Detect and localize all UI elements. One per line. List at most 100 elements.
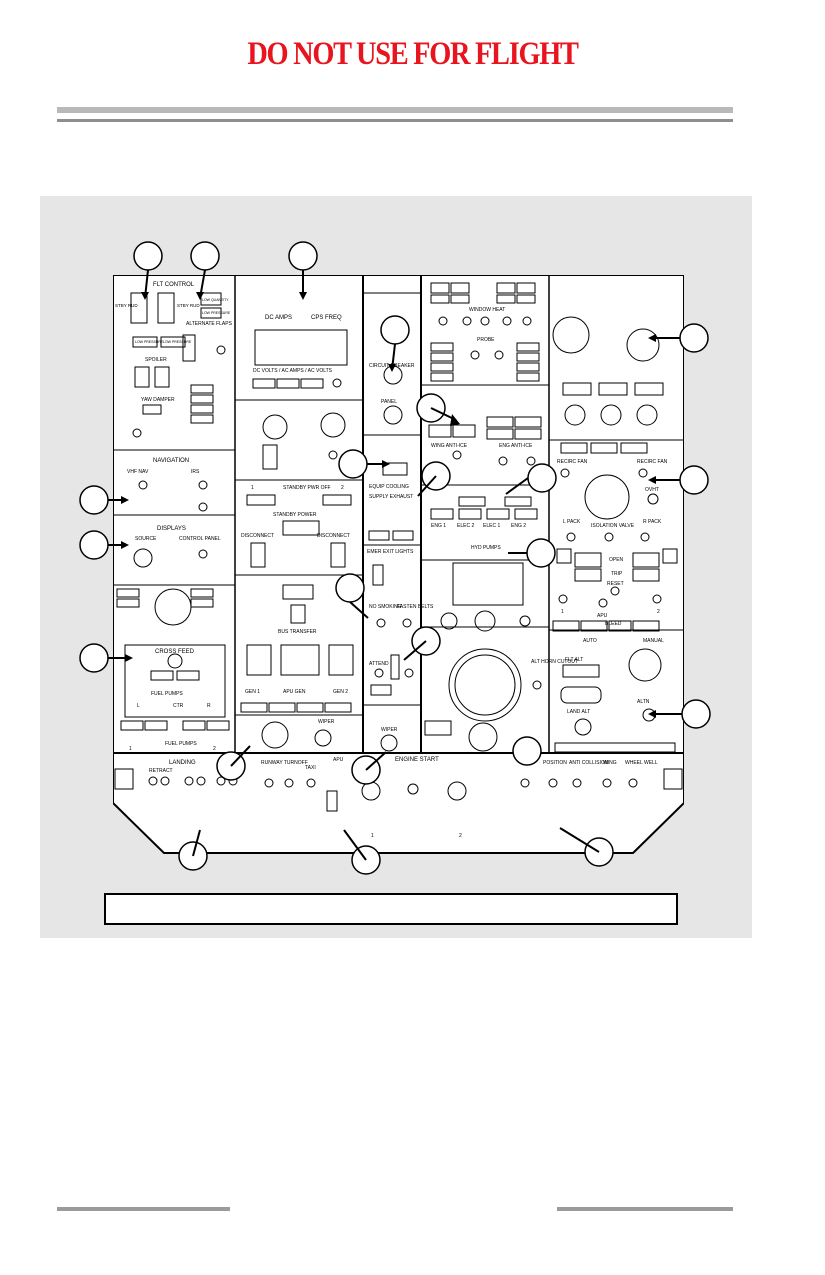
svg-text:TAXI: TAXI (305, 765, 316, 771)
svg-text:WING: WING (603, 760, 617, 766)
svg-text:DC VOLTS / AC AMPS / AC VOLTS: DC VOLTS / AC AMPS / AC VOLTS (253, 368, 333, 374)
svg-text:ALT HORN CUTOUT: ALT HORN CUTOUT (531, 659, 578, 665)
svg-text:WHEEL WELL: WHEEL WELL (625, 760, 658, 766)
svg-text:CROSS FEED: CROSS FEED (155, 649, 195, 655)
svg-text:ISOLATION VALVE: ISOLATION VALVE (591, 523, 635, 529)
svg-text:SUPPLY EXHAUST: SUPPLY EXHAUST (369, 494, 413, 500)
svg-text:L: L (137, 703, 140, 709)
svg-text:APU GEN: APU GEN (283, 689, 306, 695)
svg-text:CONTROL PANEL: CONTROL PANEL (179, 536, 221, 542)
svg-text:APU: APU (597, 613, 608, 619)
svg-text:NO SMOKING: NO SMOKING (369, 604, 402, 610)
svg-text:HYD PUMPS: HYD PUMPS (471, 545, 501, 551)
svg-text:WINDOW HEAT: WINDOW HEAT (469, 307, 505, 313)
svg-text:YAW DAMPER: YAW DAMPER (141, 397, 175, 403)
callout-9 (527, 463, 557, 493)
svg-text:FUEL PUMPS: FUEL PUMPS (165, 741, 197, 747)
svg-text:2: 2 (213, 746, 216, 752)
svg-text:POSITION: POSITION (543, 760, 567, 766)
svg-text:ANTI COLLISION: ANTI COLLISION (569, 760, 609, 766)
callout-16 (79, 643, 109, 673)
svg-text:ENG 1: ENG 1 (431, 523, 446, 529)
svg-text:2: 2 (657, 609, 660, 615)
displays-title: DISPLAYS (157, 526, 186, 532)
svg-text:STANDBY POWER: STANDBY POWER (273, 512, 317, 518)
svg-text:ELEC 2: ELEC 2 (457, 523, 474, 529)
callout-7 (338, 449, 368, 479)
svg-text:1: 1 (251, 485, 254, 491)
svg-text:1: 1 (561, 609, 564, 615)
svg-text:EQUIP COOLING: EQUIP COOLING (369, 484, 409, 490)
svg-text:GEN 1: GEN 1 (245, 689, 260, 695)
svg-text:RECIRC FAN: RECIRC FAN (637, 459, 668, 465)
svg-text:CPS FREQ: CPS FREQ (311, 315, 342, 321)
header-rule-thin (57, 119, 733, 122)
callout-4 (380, 315, 410, 345)
svg-text:LOW PRESSURE: LOW PRESSURE (135, 340, 164, 344)
svg-text:MANUAL: MANUAL (643, 638, 664, 644)
svg-text:2: 2 (341, 485, 344, 491)
svg-text:RETRACT: RETRACT (149, 768, 173, 774)
svg-text:ENGINE START: ENGINE START (395, 757, 439, 763)
svg-text:R PACK: R PACK (643, 519, 662, 525)
callout-12 (79, 530, 109, 560)
callout-5 (679, 323, 709, 353)
svg-text:BLEED: BLEED (605, 621, 622, 627)
callout-3 (288, 241, 318, 271)
callout-18 (512, 736, 542, 766)
do-not-use-warning: DO NOT USE FOR FLIGHT (247, 36, 579, 72)
callout-10 (679, 465, 709, 495)
flt-control-title: FLT CONTROL (153, 282, 195, 288)
svg-text:PROBE: PROBE (477, 337, 495, 343)
svg-text:ALTERNATE FLAPS: ALTERNATE FLAPS (186, 321, 233, 327)
svg-text:ELEC 1: ELEC 1 (483, 523, 500, 529)
callout-13 (526, 538, 556, 568)
svg-text:STANDBY PWR OFF: STANDBY PWR OFF (283, 485, 331, 491)
svg-text:LOW PRESSURE: LOW PRESSURE (202, 311, 231, 315)
figure-caption-box (104, 893, 678, 925)
svg-text:WING ANTI-ICE: WING ANTI-ICE (431, 443, 468, 449)
svg-text:EMER EXIT LIGHTS: EMER EXIT LIGHTS (367, 549, 414, 555)
svg-text:ALTN: ALTN (637, 699, 650, 705)
svg-text:L PACK: L PACK (563, 519, 581, 525)
svg-text:TRIP: TRIP (611, 571, 623, 577)
svg-text:DISCONNECT: DISCONNECT (317, 533, 350, 539)
svg-text:PANEL: PANEL (381, 399, 397, 405)
svg-text:FASTEN BELTS: FASTEN BELTS (397, 604, 434, 610)
svg-text:OVHT: OVHT (645, 487, 659, 493)
svg-text:GEN 2: GEN 2 (333, 689, 348, 695)
svg-text:ENG 2: ENG 2 (511, 523, 526, 529)
svg-text:1: 1 (129, 746, 132, 752)
svg-text:2: 2 (459, 833, 462, 839)
svg-text:RUNWAY TURNOFF: RUNWAY TURNOFF (261, 760, 308, 766)
svg-text:WIPER: WIPER (318, 719, 335, 725)
header-rule (57, 107, 733, 113)
svg-text:1: 1 (371, 833, 374, 839)
callout-14 (335, 573, 365, 603)
callout-11 (79, 485, 109, 515)
callout-2 (190, 241, 220, 271)
svg-text:DISCONNECT: DISCONNECT (241, 533, 274, 539)
svg-text:LANDING: LANDING (169, 760, 196, 766)
svg-text:BUS TRANSFER: BUS TRANSFER (278, 629, 317, 635)
svg-text:APU: APU (333, 757, 344, 763)
svg-text:ENG ANTI-ICE: ENG ANTI-ICE (499, 443, 533, 449)
navigation-title: NAVIGATION (153, 458, 189, 464)
footer-rule-right (557, 1207, 733, 1211)
callout-17 (681, 699, 711, 729)
svg-text:SPOILER: SPOILER (145, 357, 167, 363)
svg-text:RECIRC FAN: RECIRC FAN (557, 459, 588, 465)
svg-text:LAND ALT: LAND ALT (567, 709, 590, 715)
svg-text:STBY RUD: STBY RUD (115, 303, 138, 308)
svg-text:ATTEND: ATTEND (369, 661, 389, 667)
svg-text:CTR: CTR (173, 703, 184, 709)
svg-text:VHF NAV: VHF NAV (127, 469, 149, 475)
svg-text:DC AMPS: DC AMPS (265, 315, 292, 321)
svg-text:FUEL PUMPS: FUEL PUMPS (151, 691, 183, 697)
overhead-panel: FLT CONTROL STBY RUD STBY RUD LOW PRESSU… (113, 275, 684, 854)
svg-text:STBY RUD: STBY RUD (177, 303, 200, 308)
callout-1 (133, 241, 163, 271)
svg-text:R: R (207, 703, 211, 709)
svg-text:IRS: IRS (191, 469, 200, 475)
